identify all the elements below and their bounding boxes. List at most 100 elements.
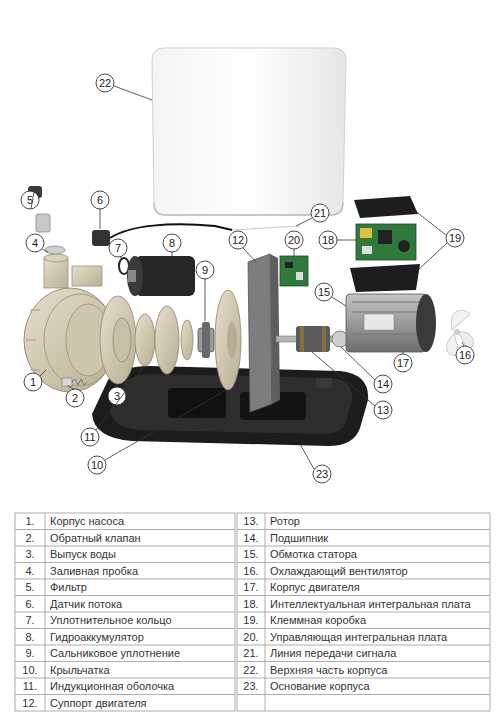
callout-number: 1 (24, 373, 42, 391)
callout-number: 12 (229, 231, 247, 249)
pump-body (44, 258, 68, 288)
table-text-cell: Охлаждающий вентилятор (265, 563, 490, 580)
table-text-cell: Верхняя часть корпуса (265, 662, 490, 679)
motor-body (416, 294, 436, 352)
table-number-cell: 19. (237, 612, 265, 629)
accumulator (127, 256, 195, 296)
table-text-cell: Корпус насоса (45, 513, 235, 530)
check-valve (62, 378, 87, 386)
leader-lines (40, 370, 46, 376)
motor-body (346, 294, 436, 352)
control-board (280, 256, 308, 286)
pump-body (72, 266, 102, 286)
callout-circles (319, 231, 337, 249)
callout-circles (313, 465, 331, 483)
intelligent-board (356, 224, 416, 260)
table-text-cell: Линия передачи сигнала (265, 645, 490, 662)
callout-circles (374, 401, 392, 419)
table-number-cell: 12. (15, 695, 45, 712)
table-text-cell: Основание корпуса (265, 678, 490, 695)
callout-number: 4 (26, 234, 44, 252)
callout-number: 20 (285, 231, 303, 249)
table-text-cell: Обратный клапан (45, 530, 235, 547)
table-number-cell: 2. (15, 530, 45, 547)
control-board (280, 256, 308, 286)
callout-circles (21, 191, 39, 209)
table-number-cell: 5. (15, 579, 45, 596)
leader-lines (120, 257, 122, 258)
callout-number: 23 (313, 465, 331, 483)
table-number-cell: 7. (15, 612, 45, 629)
callout-circles (26, 234, 44, 252)
terminal-box (354, 196, 418, 218)
accumulator (127, 256, 143, 296)
callout-circles (163, 234, 181, 252)
leader-lines (337, 240, 356, 241)
cooling-fan (451, 310, 470, 330)
leader-lines (403, 352, 404, 354)
table-number-cell: 13. (237, 513, 265, 530)
rotor-shaft (300, 326, 304, 352)
check-valve (62, 378, 72, 386)
table-text-cell: Интеллектуальная интегральная плата (265, 596, 490, 613)
leader-lines (332, 297, 346, 306)
rotor-shaft (322, 326, 326, 352)
table-number-cell: 4. (15, 563, 45, 580)
table-text-cell: Ротор (265, 513, 490, 530)
table-text-cell: Уплотнительное кольцо (45, 612, 235, 629)
callout-number: 10 (88, 456, 106, 474)
callout-number: 3 (108, 387, 126, 405)
impeller-discs (100, 296, 193, 384)
table-number-cell: 18. (237, 596, 265, 613)
callout-number: 7 (109, 239, 127, 257)
callout-number: 2 (66, 389, 84, 407)
pump-body (30, 310, 40, 311)
table-text-cell: Выпуск воды (45, 546, 235, 563)
leader-lines (96, 366, 145, 430)
impeller-discs (100, 296, 136, 384)
table-text-cell: Сальниковое уплотнение (45, 645, 235, 662)
leader-lines (462, 342, 464, 346)
table-text-cell: Крыльчатка (45, 662, 235, 679)
flow-sensor (232, 226, 300, 230)
callout-circles (24, 373, 42, 391)
motor-support (270, 254, 280, 404)
table-number-cell: 23. (237, 678, 265, 695)
impeller (215, 290, 241, 390)
top-housing (152, 48, 346, 215)
table-number-cell: 16. (237, 563, 265, 580)
table-number-cell: 8. (15, 629, 45, 646)
table-text-cell: Фильтр (45, 579, 235, 596)
leader-lines (42, 249, 48, 252)
leader-lines (105, 390, 226, 460)
impeller-discs (135, 314, 155, 366)
leader-lines (68, 386, 74, 389)
terminal-box (350, 264, 420, 292)
impeller-discs (181, 320, 193, 360)
callout-circles (285, 231, 303, 249)
housing-base (316, 378, 332, 388)
callout-number: 18 (319, 231, 337, 249)
callout-circles (91, 191, 109, 209)
leader-lines (114, 86, 152, 100)
callout-circles (66, 389, 84, 407)
callout-number: 19 (446, 229, 464, 247)
callout-circles (394, 354, 412, 372)
intelligent-board (362, 246, 372, 254)
pump-body (30, 370, 40, 371)
housing-base (168, 388, 226, 418)
pump-body (44, 254, 68, 262)
table-text-cell: Подшипник (265, 530, 490, 547)
impeller (215, 290, 241, 390)
mechanical-seal (198, 322, 214, 358)
callout-number: 5 (21, 191, 39, 209)
callout-number: 9 (196, 261, 214, 279)
impeller-discs (113, 318, 131, 362)
control-board (296, 272, 303, 280)
table-number-cell: 20. (237, 629, 265, 646)
table-number-cell: 21. (237, 645, 265, 662)
leader-lines (312, 352, 375, 406)
callout-number: 11 (81, 428, 99, 446)
table-text-cell: Суппорт двигателя (45, 695, 235, 712)
